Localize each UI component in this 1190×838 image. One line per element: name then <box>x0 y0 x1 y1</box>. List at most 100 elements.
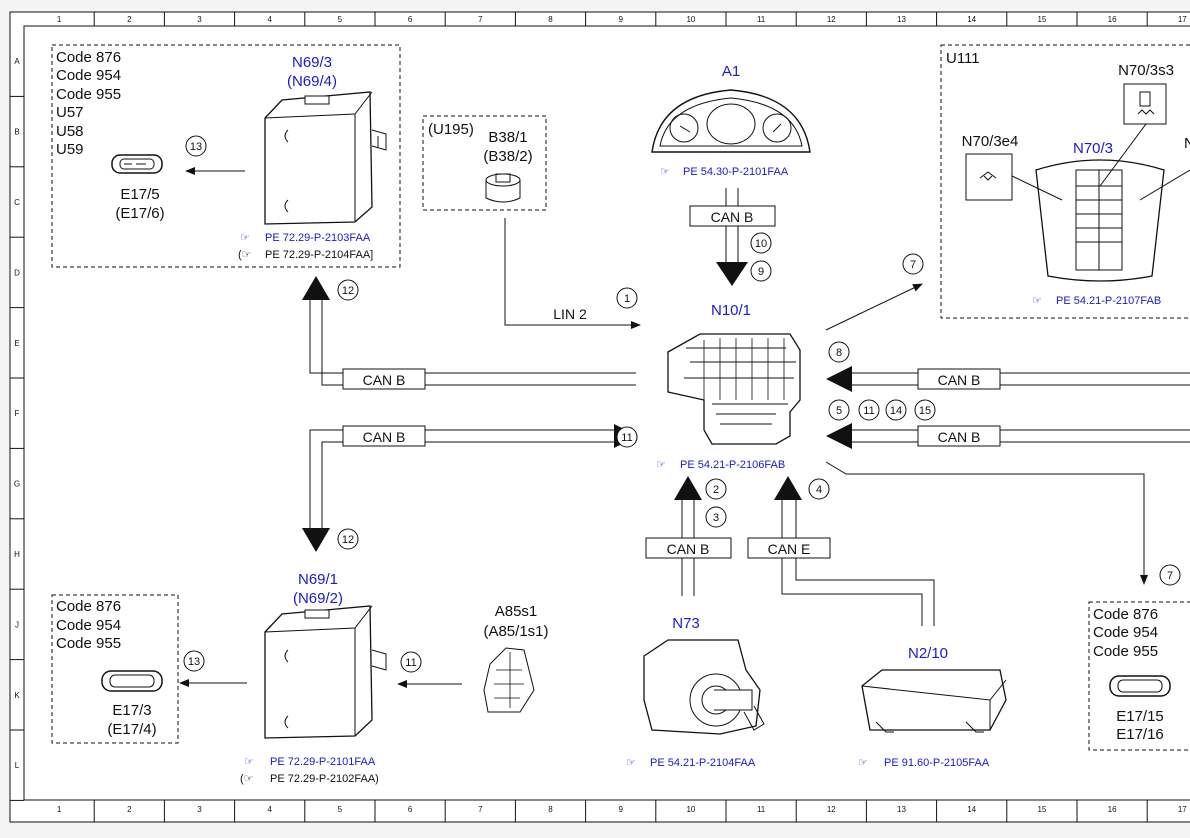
grid-row-label: L <box>15 761 20 770</box>
code-line: Code 955 <box>56 86 121 103</box>
grid-col-label: 2 <box>127 805 132 814</box>
code-line: Code 876 <box>56 598 121 615</box>
svg-text:1: 1 <box>624 293 630 305</box>
n70-3e4-label: N70/3e4 <box>962 133 1019 150</box>
callout: 11 <box>616 426 638 448</box>
callout: 2 <box>705 478 727 500</box>
callout: 9 <box>750 260 772 282</box>
n69-2-label: (N69/2) <box>293 590 343 607</box>
code-line: U58 <box>56 123 84 140</box>
can-b-label: CAN B <box>938 372 981 388</box>
n-cut-label: N <box>1184 135 1190 152</box>
grid-col-label: 3 <box>197 805 202 814</box>
ref-n69-2[interactable]: PE 72.29-P-2102FAA) <box>270 773 379 785</box>
can-b-label: CAN B <box>363 429 406 445</box>
callout: 10 <box>750 232 772 254</box>
grid-col-label: 14 <box>967 805 976 814</box>
ref-hand-icon: ☞ <box>240 232 250 244</box>
dashed-box-u195 <box>422 115 547 211</box>
grid-row-label: G <box>14 480 20 489</box>
code-line: Code 955 <box>56 635 121 652</box>
grid-row-label: D <box>14 268 20 277</box>
callout: 5 <box>828 399 850 421</box>
a1-label: A1 <box>722 63 740 80</box>
code-line: Code 954 <box>1093 624 1158 641</box>
grid-col-label: 4 <box>267 15 272 24</box>
svg-text:14: 14 <box>890 405 902 417</box>
grid-col-label: 4 <box>267 805 272 814</box>
svg-text:3: 3 <box>713 512 719 524</box>
svg-text:15: 15 <box>919 405 931 417</box>
n70-3-label: N70/3 <box>1073 140 1113 157</box>
ref-n73[interactable]: PE 54.21-P-2104FAA <box>650 757 756 769</box>
lamp-e17-15-icon <box>1109 675 1171 697</box>
svg-text:10: 10 <box>755 238 767 250</box>
ref-hand-icon: (☞ <box>240 773 254 785</box>
svg-text:4: 4 <box>816 484 822 496</box>
grid-col-label: 8 <box>548 805 553 814</box>
grid-col-label: 10 <box>686 805 695 814</box>
grid-row-label: H <box>14 550 20 559</box>
n70-3s3-label: N70/3s3 <box>1118 62 1174 79</box>
dashed-box-n69-3 <box>51 44 401 268</box>
ref-n70-3[interactable]: PE 54.21-P-2107FAB <box>1056 295 1161 307</box>
dashed-box-e17-15 <box>1088 601 1190 751</box>
ref-n69-4[interactable]: PE 72.29-P-2104FAA] <box>265 249 373 261</box>
grid-row-label: K <box>14 691 20 700</box>
grid-row-label: B <box>14 128 19 137</box>
ref-n69-3[interactable]: PE 72.29-P-2103FAA <box>265 232 371 244</box>
control-unit-n69-1-icon <box>264 605 387 739</box>
grid-col-label: 9 <box>618 15 623 24</box>
ignition-switch-n73-icon <box>643 639 765 735</box>
grid-col-label: 10 <box>686 15 695 24</box>
code-line: Code 876 <box>1093 606 1158 623</box>
grid-col-label: 13 <box>897 15 906 24</box>
ref-n10-1[interactable]: PE 54.21-P-2106FAB <box>680 459 785 471</box>
dashed-box-e17-3 <box>51 594 179 744</box>
grid-col-label: 8 <box>548 15 553 24</box>
ref-n69-1[interactable]: PE 72.29-P-2101FAA <box>270 756 376 768</box>
e17-15-label: E17/15 <box>1116 708 1164 725</box>
callout: 14 <box>885 399 907 421</box>
grid-col-label: 6 <box>408 15 413 24</box>
callout: 7 <box>902 253 924 275</box>
ref-a1[interactable]: PE 54.30-P-2101FAA <box>683 166 789 178</box>
can-e-label: CAN E <box>768 541 811 557</box>
grid-row-label: C <box>14 198 20 207</box>
code-line: U59 <box>56 141 84 158</box>
callout: 7 <box>1159 564 1181 586</box>
instrument-cluster-a1-icon <box>651 89 811 153</box>
ref-hand-icon: ☞ <box>858 757 868 769</box>
grid-col-label: 9 <box>618 805 623 814</box>
n69-4-label: (N69/4) <box>287 73 337 90</box>
grid-col-label: 2 <box>127 15 132 24</box>
b38-2-label: (B38/2) <box>483 148 532 165</box>
callout: 11 <box>858 399 880 421</box>
e17-5-label: E17/5 <box>120 186 159 203</box>
n2-10-label: N2/10 <box>908 645 948 662</box>
can-b-label: CAN B <box>711 209 754 225</box>
callout: 13 <box>185 135 207 157</box>
ref-hand-icon: ☞ <box>656 459 666 471</box>
ref-hand-icon: (☞ <box>238 249 252 261</box>
e17-4-label: (E17/4) <box>107 721 156 738</box>
callout: 13 <box>183 650 205 672</box>
ref-n2-10[interactable]: PE 91.60-P-2105FAA <box>884 757 990 769</box>
can-b-label: CAN B <box>363 372 406 388</box>
grid-col-label: 5 <box>338 15 343 24</box>
svg-text:11: 11 <box>405 657 416 669</box>
ref-hand-icon: ☞ <box>244 756 254 768</box>
a85-1s1-label: (A85/1s1) <box>483 623 548 640</box>
grid-row-label: J <box>15 620 19 629</box>
n73-label: N73 <box>672 615 700 632</box>
svg-text:11: 11 <box>863 405 874 417</box>
u195-label: (U195) <box>428 121 474 138</box>
e17-6-label: (E17/6) <box>115 205 164 222</box>
svg-text:12: 12 <box>342 285 354 297</box>
grid-col-label: 17 <box>1178 15 1187 24</box>
grid-col-label: 6 <box>408 805 413 814</box>
lamp-e17-3-icon <box>101 670 163 692</box>
svg-text:5: 5 <box>836 405 842 417</box>
code-line: Code 954 <box>56 67 121 84</box>
switch-n70-3s3-icon <box>1123 83 1167 125</box>
